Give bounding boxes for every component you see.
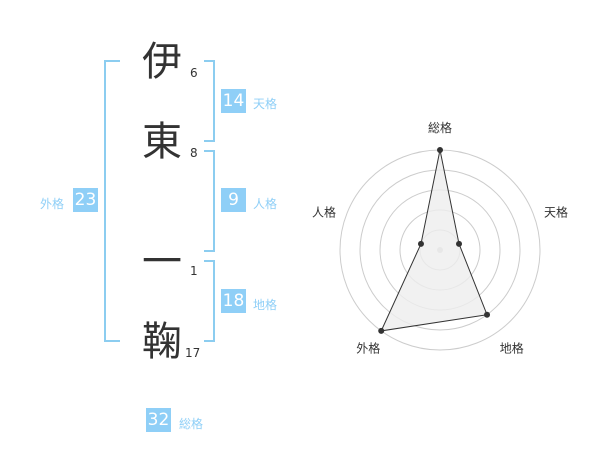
stroke-count-4: 17 (185, 346, 201, 360)
radar-axis-label-3: 外格 (356, 341, 380, 356)
name-char-4: 鞠 (142, 319, 182, 365)
tenkaku-bracket (204, 60, 215, 142)
radar-point-3 (378, 327, 385, 334)
soukaku-label: 総格 (179, 417, 204, 431)
radar-polygon (380, 149, 488, 332)
jinkaku-label: 人格 (253, 197, 278, 211)
name-char-2: 東 (142, 119, 182, 165)
stroke-count-2: 8 (190, 146, 198, 160)
gaikaku-value: 23 (73, 188, 98, 212)
gaikaku-label: 外格 (40, 197, 65, 211)
name-char-3: 一 (142, 239, 182, 285)
stroke-count-1: 6 (190, 66, 198, 80)
radar-point-0 (437, 147, 443, 153)
radar-axis-label-2: 地格 (500, 341, 524, 356)
chikaku-bracket (204, 260, 215, 342)
chikaku-label: 地格 (253, 298, 278, 312)
tenkaku-value: 14 (221, 89, 246, 113)
jinkaku-bracket (204, 150, 215, 252)
chikaku-value: 18 (221, 289, 246, 313)
radar-point-2 (484, 311, 491, 318)
radar-axis-label-0: 総格 (428, 120, 452, 135)
radar-point-1 (456, 240, 463, 247)
jinkaku-value: 9 (221, 188, 246, 212)
gaikaku-bracket (104, 60, 120, 342)
tenkaku-label: 天格 (253, 97, 278, 111)
soukaku-value: 32 (146, 408, 171, 432)
radar-axis-label-4: 人格 (312, 204, 336, 219)
name-char-1: 伊 (142, 39, 182, 85)
radar-axis-label-1: 天格 (544, 204, 568, 219)
stroke-count-3: 1 (190, 264, 198, 278)
radar-point-4 (417, 240, 424, 247)
